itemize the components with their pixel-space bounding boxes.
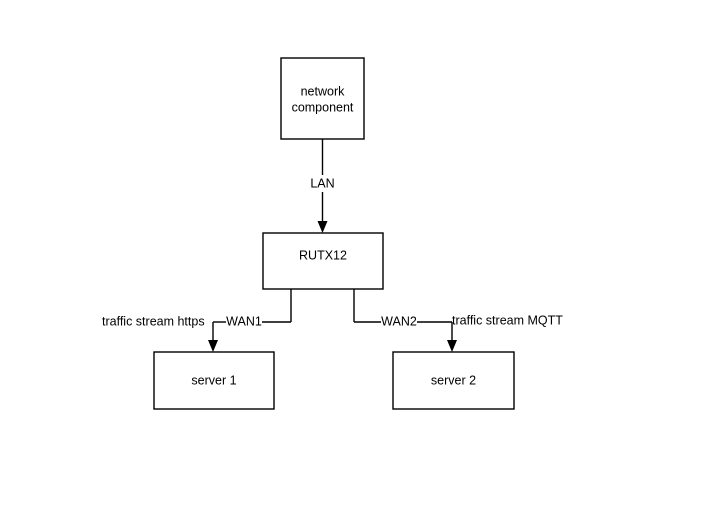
rutx12-box[interactable] bbox=[262, 232, 384, 290]
wan1-edge-label: WAN1 bbox=[226, 314, 262, 328]
edge-wan1[interactable]: WAN1 bbox=[208, 289, 292, 352]
node-server2[interactable]: server 2 bbox=[392, 351, 515, 410]
rutx12-label: RUTX12 bbox=[299, 248, 347, 262]
server2-label: server 2 bbox=[431, 373, 476, 387]
edge-wan2[interactable]: WAN2 bbox=[353, 289, 457, 352]
edge-lan[interactable]: LAN bbox=[310, 139, 335, 233]
annotation-mqtt-stream: traffic stream MQTT bbox=[452, 313, 563, 327]
lan-edge-label: LAN bbox=[310, 176, 334, 190]
server2-box[interactable] bbox=[392, 351, 515, 410]
network-component-label-line2: component bbox=[292, 100, 354, 114]
annotation-https-stream: traffic stream https bbox=[102, 314, 205, 328]
server1-label: server 1 bbox=[191, 373, 236, 387]
wan2-arrow-head bbox=[447, 340, 457, 352]
lan-arrow-head bbox=[317, 221, 328, 233]
wan2-edge-label: WAN2 bbox=[381, 314, 417, 328]
node-network-component[interactable]: network component bbox=[280, 57, 365, 140]
network-component-label-line1: network bbox=[301, 84, 346, 98]
network-component-box[interactable] bbox=[280, 57, 365, 140]
wan1-arrow-head bbox=[208, 340, 218, 352]
node-rutx12[interactable]: RUTX12 bbox=[262, 232, 384, 290]
node-server1[interactable]: server 1 bbox=[153, 351, 275, 410]
server1-box[interactable] bbox=[153, 351, 275, 410]
